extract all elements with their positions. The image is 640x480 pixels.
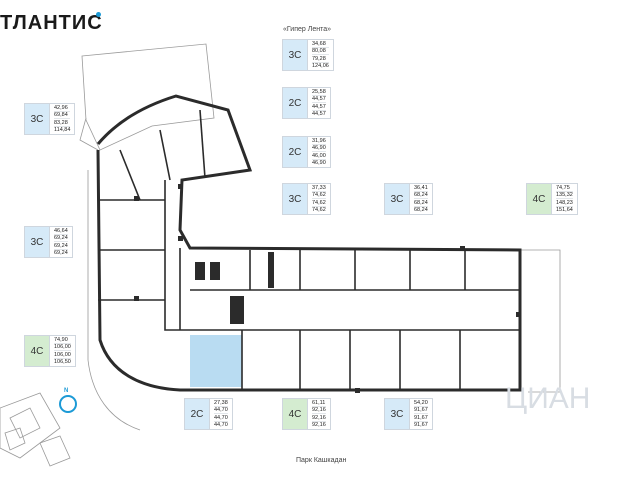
area-value: 148,23 (556, 199, 573, 207)
unit-type: 2С (185, 399, 209, 429)
site-map (0, 392, 71, 467)
compass-icon (59, 395, 77, 413)
compass-north-label: N (64, 388, 69, 394)
area-value: 44,57 (312, 110, 326, 117)
highlight-unit (190, 335, 242, 387)
area-value: 34,68 (312, 41, 329, 48)
area-value: 31,96 (312, 138, 326, 145)
brand-logo: ТЛАНТИС (0, 12, 103, 34)
outer-walls (96, 94, 522, 392)
area-value: 44,57 (312, 96, 326, 104)
area-value: 44,70 (214, 407, 228, 415)
area-value: 36,41 (414, 185, 428, 192)
area-value: 74,62 (312, 199, 326, 207)
unit-type: 2С (283, 88, 307, 118)
area-value: 54,20 (414, 400, 428, 407)
area-value: 135,32 (556, 192, 573, 200)
area-value: 46,90 (312, 159, 326, 166)
area-value: 124,06 (312, 62, 329, 69)
area-value: 74,75 (556, 185, 573, 192)
unit-type: 2С (283, 137, 307, 167)
area-value: 68,24 (414, 192, 428, 200)
area-value: 114,84 (54, 126, 71, 133)
unit-type: 4С (283, 399, 307, 429)
street-label-bottom: Парк Кашкадан (296, 457, 347, 464)
brand-logo-dot (96, 12, 101, 17)
area-value: 69,24 (54, 235, 68, 243)
area-value: 74,90 (54, 337, 71, 344)
area-value: 91,67 (414, 421, 428, 428)
columns (134, 184, 521, 393)
area-value: 42,96 (54, 105, 71, 112)
area-value: 69,24 (54, 249, 68, 256)
area-value: 46,00 (312, 152, 326, 160)
unit-type: 3С (25, 227, 49, 257)
inner-walls (98, 109, 520, 390)
area-value: 44,57 (312, 103, 326, 111)
area-value: 92,16 (312, 421, 326, 428)
area-value: 46,90 (312, 145, 326, 153)
area-value: 46,64 (54, 228, 68, 235)
area-value: 92,16 (312, 414, 326, 422)
area-value: 68,24 (414, 206, 428, 213)
area-value: 80,08 (312, 48, 329, 56)
unit-type: 3С (25, 104, 49, 134)
unit-type: 3С (385, 184, 409, 214)
area-value: 74,62 (312, 206, 326, 213)
watermark: ЦИАН (505, 382, 590, 415)
terrace-outline (79, 43, 561, 431)
unit-type: 4С (527, 184, 551, 214)
core-shafts (195, 252, 274, 324)
area-value: 61,11 (312, 400, 326, 407)
area-value: 106,00 (54, 344, 71, 352)
area-value: 69,84 (54, 112, 71, 120)
area-value: 91,67 (414, 407, 428, 415)
area-value: 151,64 (556, 206, 573, 213)
area-value: 68,24 (414, 199, 428, 207)
area-value: 37,33 (312, 185, 326, 192)
street-label-top: «Гипер Лента» (283, 26, 331, 33)
unit-type: 3С (283, 40, 307, 70)
area-value: 44,70 (214, 421, 228, 428)
area-value: 91,67 (414, 414, 428, 422)
area-value: 69,24 (54, 242, 68, 250)
area-value: 83,28 (54, 120, 71, 127)
unit-type: 4С (25, 336, 49, 366)
area-value: 27,38 (214, 400, 228, 407)
area-value: 106,50 (54, 358, 71, 365)
unit-type: 3С (385, 399, 409, 429)
area-value: 92,16 (312, 407, 326, 415)
area-value: 74,62 (312, 192, 326, 200)
area-value: 106,00 (54, 351, 71, 359)
area-value: 44,70 (214, 414, 228, 422)
area-value: 79,28 (312, 56, 329, 63)
area-value: 25,58 (312, 89, 326, 96)
unit-type: 3С (283, 184, 307, 214)
